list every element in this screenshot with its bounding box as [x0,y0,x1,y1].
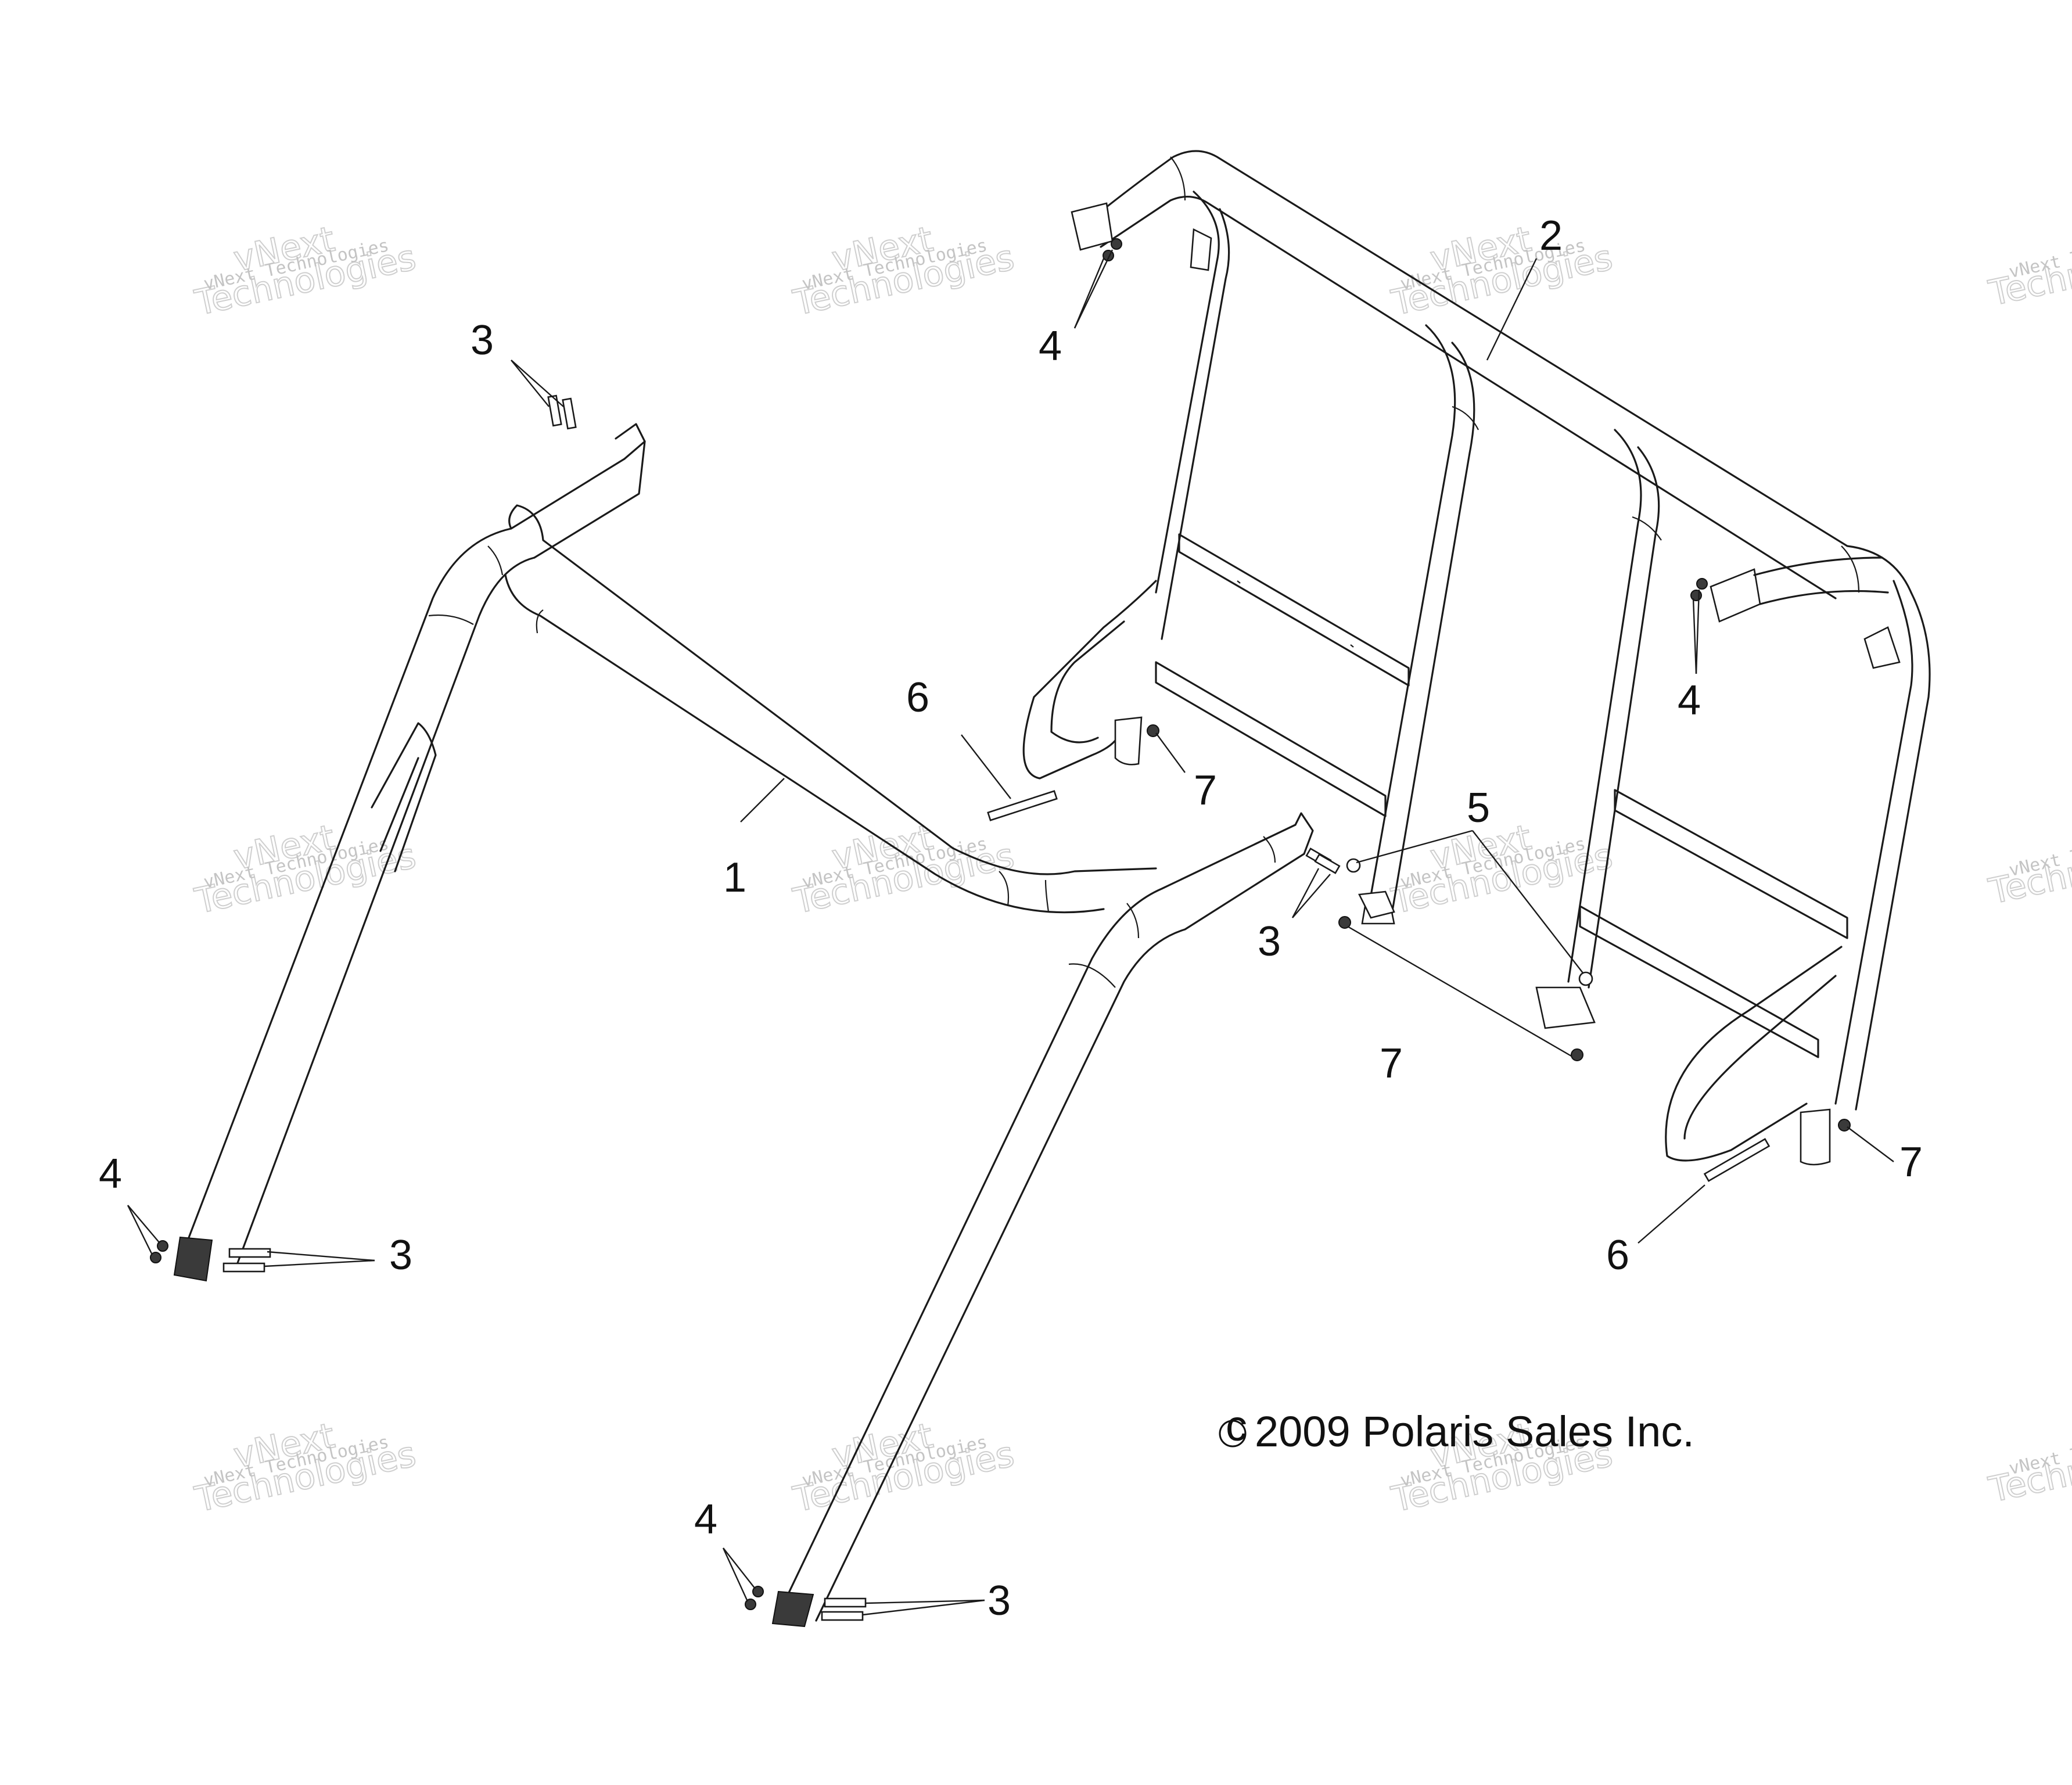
copyright-text: 2009 Polaris Sales Inc. [1255,1407,1694,1456]
callout-3: 3 [471,317,494,364]
copyright-circle [1219,1420,1247,1448]
front-roll-bar [173,423,1314,1628]
callout-5: 5 [1467,785,1490,831]
copyright-notice: c 2009 Polaris Sales Inc. [1219,1402,1694,1456]
watermark-layer: Technologies vNext vNext Technologies Te… [191,218,2072,1521]
callout-3: 3 [389,1232,412,1278]
callout-7: 7 [1194,767,1217,814]
callout-1: 1 [723,854,746,901]
callout-4: 4 [1678,677,1701,724]
watermark: Technologies vNext vNext Technologies [191,1415,420,1521]
callouts: 1 2 3 3 3 3 4 4 4 4 5 6 6 7 7 7 [99,213,1923,1624]
copyright-symbol: c [1226,1402,1247,1450]
callout-4: 4 [1039,323,1062,369]
callout-2: 2 [1539,213,1563,259]
watermark: Technologies vNext vNext Technologies [191,817,420,922]
callout-4: 4 [99,1151,122,1197]
callout-6: 6 [906,674,929,721]
hardware [150,238,1851,1621]
watermark: Technologies vNext vNext Technologies [789,1415,1018,1521]
watermark: Technologies vNext Technologies [1985,223,2072,314]
callout-7: 7 [1899,1139,1923,1186]
watermark: Technologies vNext Technologies [1985,1420,2072,1511]
watermark: Technologies vNext vNext Technologies [191,218,420,324]
rear-roll-bar [1022,150,1931,1166]
callout-7: 7 [1380,1040,1403,1087]
leader-lines [127,249,1894,1616]
callout-4: 4 [694,1496,717,1543]
watermark: Technologies vNext vNext Technologies [1387,218,1617,324]
callout-3: 3 [987,1578,1011,1624]
callout-3: 3 [1258,918,1281,965]
watermark: Technologies vNext vNext Technologies [789,218,1018,324]
watermark: Technologies vNext Technologies [1985,821,2072,913]
callout-6: 6 [1606,1232,1629,1278]
